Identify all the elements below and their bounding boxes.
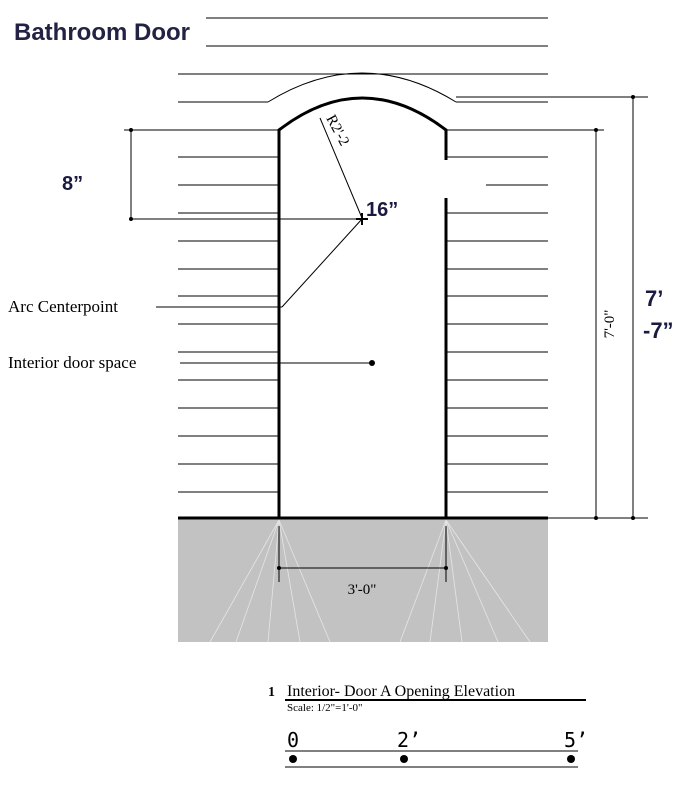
door-height-dot-bottom: [594, 516, 598, 520]
door-opening-outline: [277, 96, 448, 518]
scale-bar-dot-0: [289, 755, 297, 763]
scale-bar: [285, 750, 578, 768]
head-arc-outline: [267, 72, 457, 103]
rise-dim-dot-top: [129, 128, 133, 132]
drawing-number: 1: [268, 685, 275, 700]
total-height-dimension: [456, 96, 648, 519]
arc-centerpoint-label: Arc Centerpoint: [8, 297, 118, 316]
interior-door-space-label: Interior door space: [8, 353, 136, 372]
width-dim-dot-left: [277, 566, 281, 570]
door-height-dot-top: [594, 128, 598, 132]
rise-annotation: 8”: [62, 173, 83, 195]
scale-tick-2: 2’: [397, 728, 421, 752]
wall-hatching: [178, 17, 548, 493]
rise-dim-dot-bottom: [129, 217, 133, 221]
scale-bar-dot-5: [567, 755, 575, 763]
floor-hatch: [209, 519, 531, 643]
width-dim-dot-right: [444, 566, 448, 570]
drawing-name: Interior- Door A Opening Elevation: [287, 683, 515, 700]
offset-annotation: 16”: [366, 199, 398, 221]
radius-label: R2'-2: [322, 112, 351, 148]
door-height-text: 7'-0": [602, 310, 618, 339]
scale-bar-dot-2: [400, 755, 408, 763]
drawing-scale: Scale: 1/2"=1'-0": [287, 702, 363, 714]
width-dimension-text: 3'-0": [348, 582, 377, 598]
drawing-title: Bathroom Door: [14, 19, 190, 46]
scale-tick-0: 0: [287, 728, 299, 752]
total-height-dot-top: [631, 95, 635, 99]
total-height-dot-bottom: [631, 516, 635, 520]
width-dimension: [278, 526, 447, 582]
rise-dimension: [124, 129, 278, 219]
arc-centerpoint-leader-diagonal: [281, 218, 363, 308]
radius-line: [319, 117, 363, 219]
total-height-annotation-line2: -7”: [643, 318, 674, 343]
scale-tick-5: 5’: [564, 728, 588, 752]
floor-section: [178, 518, 548, 642]
interior-door-space-dot: [369, 360, 375, 366]
total-height-annotation-line1: 7’: [645, 286, 663, 311]
